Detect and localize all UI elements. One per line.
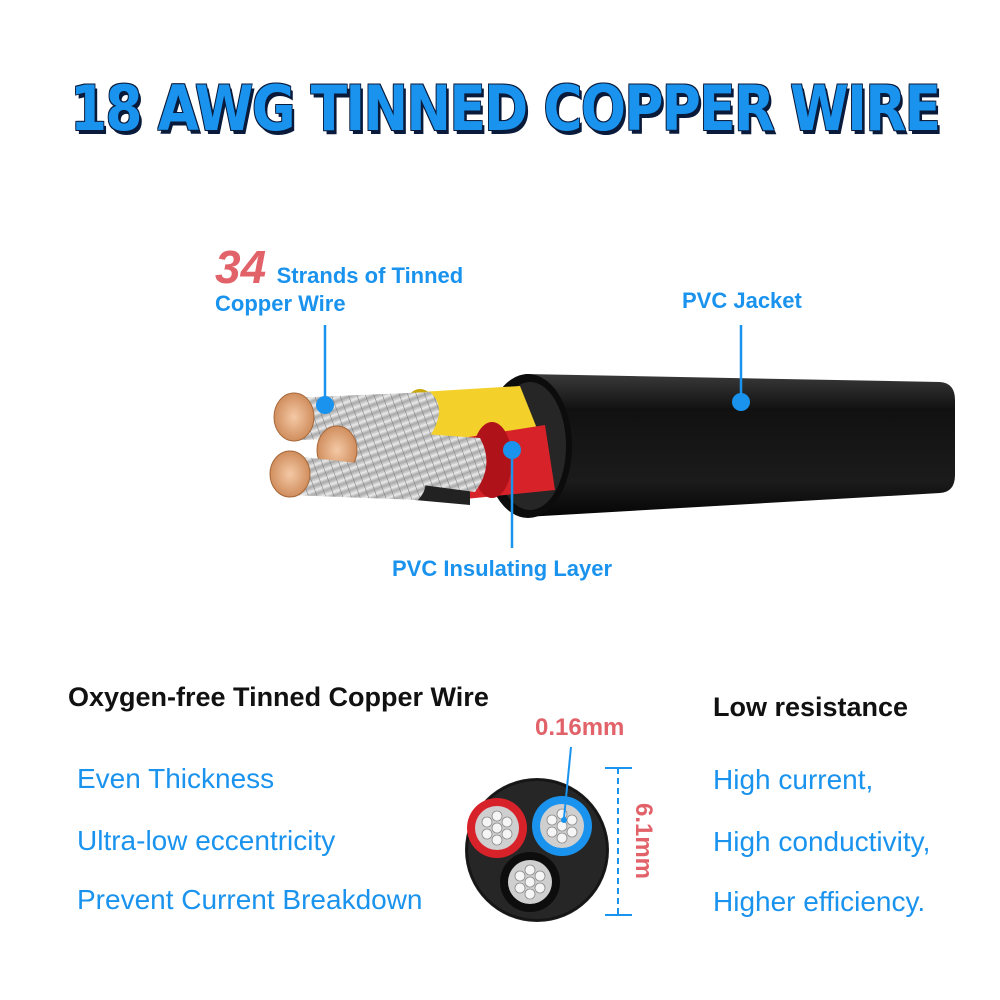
- callout-strands: [316, 325, 334, 414]
- callout-jacket: [732, 325, 750, 411]
- strand-diameter-label: 0.16mm: [535, 714, 625, 741]
- strands-count: 34: [215, 241, 267, 293]
- cross-section: [465, 746, 632, 922]
- page-title: 18 AWG TINNED COPPER WIRE: [70, 72, 941, 145]
- strands-callout-label: 34 Strands of Tinned: [215, 240, 463, 294]
- left-feature-1: Even Thickness: [77, 763, 275, 794]
- left-feature-3: Prevent Current Breakdown: [77, 884, 423, 915]
- callout-insulating: [503, 441, 521, 548]
- cable-diameter-label: 6.1mm: [630, 802, 657, 880]
- strand-bundle-bottom: [269, 450, 426, 500]
- strands-text-line1: Strands of Tinned: [276, 263, 464, 288]
- right-feature-3: Higher efficiency.: [713, 886, 926, 917]
- left-feature-2: Ultra-low eccentricity: [77, 825, 336, 856]
- pvc-jacket: [484, 374, 955, 518]
- right-feature-2: High conductivity,: [713, 826, 931, 857]
- insulating-label: PVC Insulating Layer: [392, 556, 613, 581]
- right-feature-1: High current,: [713, 764, 874, 795]
- left-heading: Oxygen-free Tinned Copper Wire: [68, 682, 489, 712]
- jacket-label: PVC Jacket: [682, 288, 802, 313]
- strands-text-line2: Copper Wire: [215, 291, 346, 316]
- right-heading: Low resistance: [713, 692, 909, 722]
